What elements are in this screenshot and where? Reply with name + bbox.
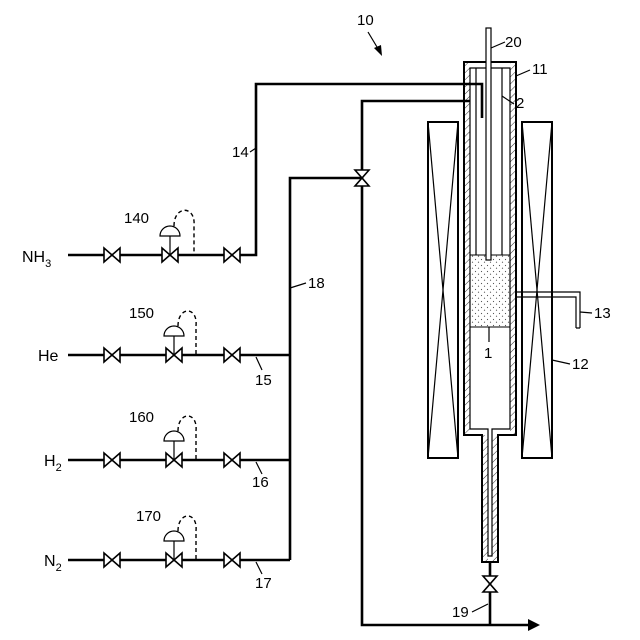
n2-line-label: 17 <box>255 575 272 592</box>
bypass-pipe <box>362 101 530 625</box>
exhaust-line-label: 19 <box>452 604 469 621</box>
gas-label-n2: N2 <box>44 553 62 574</box>
he-controller-label: 150 <box>129 305 154 322</box>
h2-line-label: 16 <box>252 474 269 491</box>
manifold-label: 18 <box>308 275 325 292</box>
thermocouple <box>486 28 491 260</box>
nh3-line-label: 14 <box>232 144 249 161</box>
nh3-line-pipe <box>68 84 482 255</box>
gas-label-nh3: NH3 <box>22 249 51 270</box>
gas-label-h2: H2 <box>44 453 62 474</box>
gas-label-he: He <box>38 348 59 365</box>
h2-controller-label: 160 <box>129 409 154 426</box>
heater-label: 12 <box>572 356 589 373</box>
tube-label: 2 <box>516 95 524 112</box>
he-line-label: 15 <box>255 372 272 389</box>
heater-block-left <box>428 122 458 458</box>
valve-exhaust[interactable] <box>483 576 497 592</box>
figure-reference-arrow <box>368 32 382 56</box>
catalyst-bed <box>470 255 510 327</box>
heater-block-right <box>522 122 552 458</box>
manifold-pipe <box>68 178 362 560</box>
catalyst-label: 1 <box>484 345 492 362</box>
vessel-label: 11 <box>532 61 548 78</box>
outlet-tube-label: 13 <box>594 305 611 322</box>
n2-controller-label: 170 <box>136 508 161 525</box>
outlet-tube <box>516 292 580 328</box>
figure-reference-label: 10 <box>357 12 374 29</box>
nh3-controller-label: 140 <box>124 210 149 227</box>
thermocouple-label: 20 <box>505 34 522 51</box>
exhaust-arrow <box>528 619 540 631</box>
